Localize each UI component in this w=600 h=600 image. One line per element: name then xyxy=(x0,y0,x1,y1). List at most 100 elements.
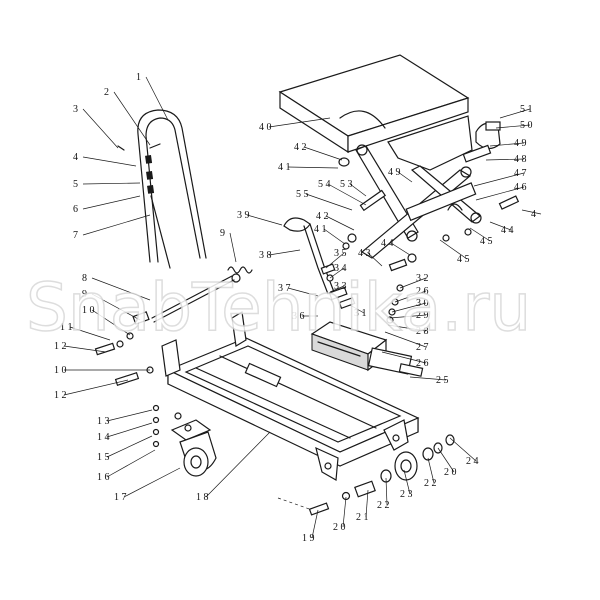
callout-c42a: 4 2 xyxy=(294,142,343,161)
callout-number: 3 0 xyxy=(416,298,429,309)
callout-c10b: 1 0 xyxy=(54,365,150,376)
leader-line xyxy=(367,252,383,267)
callout-number: 4 1 xyxy=(278,162,291,173)
leader-line xyxy=(123,467,181,498)
leader-line xyxy=(91,293,141,321)
leader-line xyxy=(287,287,319,297)
callout-number: 2 0 xyxy=(444,467,457,478)
callout-c37: 3 7 xyxy=(278,283,319,297)
callout-c45a: 4 5 xyxy=(439,239,470,265)
callout-number: 3 2 xyxy=(416,273,429,284)
callout-c35: 3 5 xyxy=(325,248,347,269)
callout-number: 4 5 xyxy=(457,254,470,265)
callout-c6: 6 xyxy=(73,195,141,215)
callout-c49a: 4 9 xyxy=(489,138,527,149)
callout-number: 4 3 xyxy=(358,248,371,259)
callout-c39: 3 9 xyxy=(237,210,283,226)
leader-line xyxy=(349,183,367,197)
leader-line xyxy=(475,186,525,201)
callout-number: 2 4 xyxy=(466,456,479,467)
callout-c11: 1 1 xyxy=(60,322,111,341)
leader-line xyxy=(82,182,141,185)
callout-c29: 2 9 xyxy=(389,310,429,321)
leader-line xyxy=(427,457,435,484)
leader-line xyxy=(489,142,525,147)
leader-line xyxy=(495,124,531,129)
callout-c36: 3 6 xyxy=(292,311,318,322)
caster-wheel xyxy=(170,412,217,477)
callout-c9a: 9 xyxy=(220,228,237,263)
callout-number: 3 5 xyxy=(334,248,347,259)
leader-line xyxy=(106,435,153,458)
callout-number: 1 7 xyxy=(114,492,127,503)
callout-c30: 3 0 xyxy=(391,298,429,313)
leader-line xyxy=(287,166,339,169)
callout-c41a: 4 1 xyxy=(278,162,339,173)
callout-number: 2 xyxy=(104,87,109,98)
leader-line xyxy=(82,108,119,149)
callout-number: 3 1 xyxy=(354,308,367,319)
leader-line xyxy=(82,156,137,167)
leader-line xyxy=(145,76,169,121)
leader-line xyxy=(91,277,151,301)
leader-line xyxy=(69,326,111,341)
callout-c12b: 1 2 xyxy=(54,379,129,401)
callout-number: 1 2 xyxy=(54,341,67,352)
callout-number: 2 0 xyxy=(333,522,346,533)
leader-line xyxy=(394,290,427,303)
leader-line xyxy=(473,172,525,187)
callout-c23: 2 3 xyxy=(400,469,413,500)
callout-c50: 5 0 xyxy=(495,120,533,131)
pump-small-parts xyxy=(320,263,404,324)
callout-c8: 8 xyxy=(82,273,151,301)
callout-number: 2 6 xyxy=(416,358,429,369)
leader-line xyxy=(268,249,301,256)
callout-c41b: 4 1 xyxy=(314,224,346,245)
callout-c4x: 4 xyxy=(521,209,542,220)
callout-c2: 2 xyxy=(104,87,151,146)
scissor-lift-arms xyxy=(355,121,520,259)
callout-c22a: 2 2 xyxy=(377,477,390,511)
callout-number: 3 xyxy=(73,104,78,115)
callout-number: 1 8 xyxy=(196,492,209,503)
leader-line xyxy=(106,409,153,422)
rear-wheel-assembly xyxy=(277,434,455,516)
leader-line xyxy=(349,304,365,314)
leader-line xyxy=(449,437,477,462)
leader-line xyxy=(365,489,369,518)
callout-number: 4 4 xyxy=(501,225,514,236)
callout-number: 3 3 xyxy=(334,281,347,292)
callout-number: 4 xyxy=(73,152,78,163)
callout-c34: 3 4 xyxy=(329,263,347,279)
callout-c22b: 2 2 xyxy=(424,457,437,489)
leader-line xyxy=(63,345,107,353)
base-frame xyxy=(161,311,420,481)
callout-number: 1 0 xyxy=(82,305,95,316)
leader-line xyxy=(437,447,455,473)
leader-line xyxy=(387,324,427,332)
leader-line xyxy=(489,221,512,231)
callout-c46: 4 6 xyxy=(475,182,527,201)
callout-number: 4 1 xyxy=(314,224,327,235)
callout-number: 1 9 xyxy=(302,533,315,544)
leader-line xyxy=(268,117,331,128)
callout-number: 2 2 xyxy=(377,500,390,511)
leader-line xyxy=(391,302,427,313)
callout-number: 4 4 xyxy=(381,238,394,249)
callout-number: 3 9 xyxy=(237,210,250,221)
leader-line xyxy=(439,239,468,260)
callout-c40: 4 0 xyxy=(259,117,331,133)
callout-c21: 2 1 xyxy=(356,489,369,523)
callout-c7: 7 xyxy=(73,214,151,241)
callout-c19: 1 9 xyxy=(302,509,319,544)
callout-number: 1 1 xyxy=(60,322,73,333)
connecting-rod xyxy=(151,273,241,323)
leader-line xyxy=(329,285,345,293)
callout-number: 2 7 xyxy=(416,342,429,353)
leader-line xyxy=(113,91,151,146)
hydraulic-cylinder xyxy=(310,321,424,377)
leader-line xyxy=(325,215,355,231)
callout-number: 9 xyxy=(82,289,87,300)
pump-lever xyxy=(283,217,335,295)
